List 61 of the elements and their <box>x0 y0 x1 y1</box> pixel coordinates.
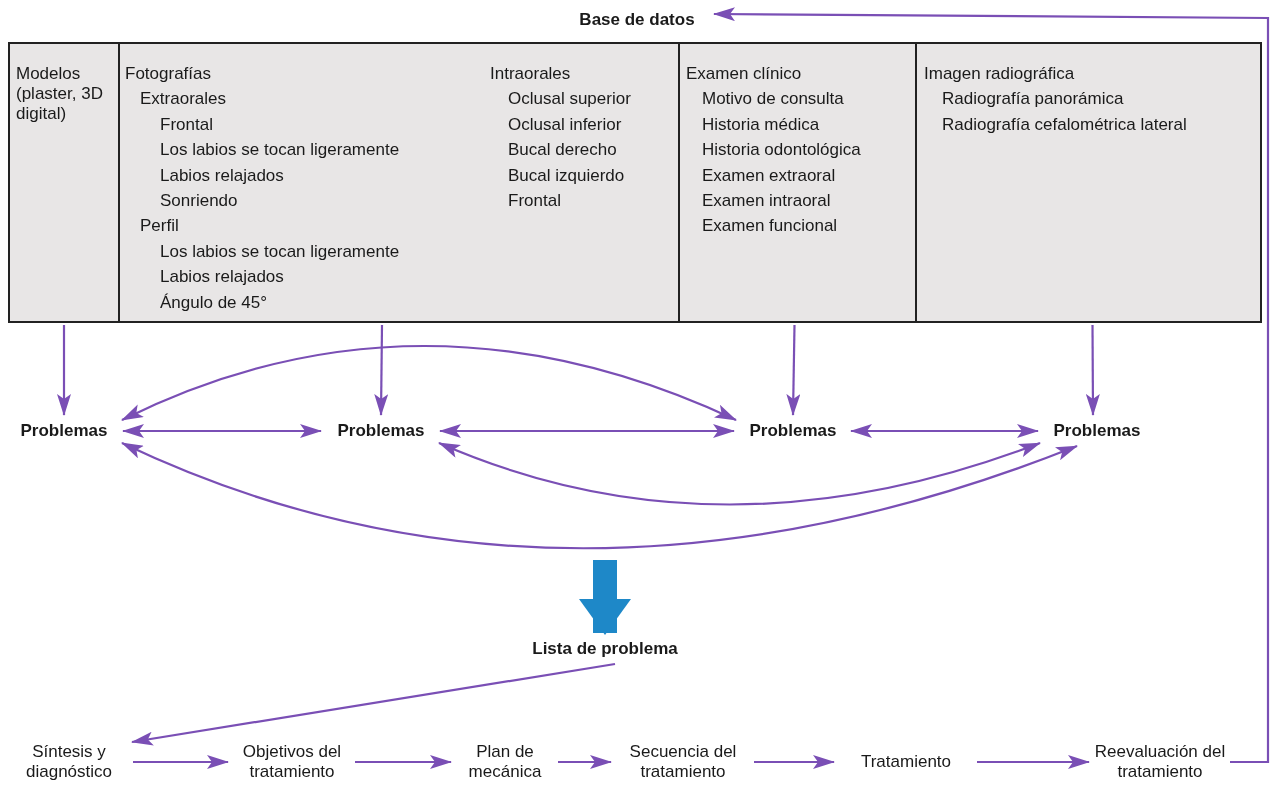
cell-text: Radiografía panorámica <box>942 89 1124 110</box>
arrow <box>57 325 71 416</box>
heading-label: Problemas <box>337 421 425 441</box>
arrow <box>374 325 389 416</box>
step-label: Objetivos del tratamiento <box>241 742 343 782</box>
cell-text: Historia odontológica <box>702 140 861 161</box>
step-label: Síntesis y diagnóstico <box>25 742 113 782</box>
double-arrow <box>121 344 737 421</box>
step-label: Secuencia del tratamiento <box>628 742 738 782</box>
cell-text: Fotografías <box>125 64 211 84</box>
arrow <box>131 662 616 746</box>
cell-text: Historia médica <box>702 114 820 135</box>
arrow <box>786 325 801 416</box>
cell-text: Motivo de consulta <box>702 89 844 110</box>
heading-label: Problemas <box>1053 421 1141 441</box>
arrow <box>754 755 835 769</box>
cell-text: Intraorales <box>490 64 571 84</box>
double-arrow <box>121 442 1078 550</box>
arrow <box>1085 325 1100 416</box>
step-label: Reevaluación del tratamiento <box>1093 742 1227 782</box>
step-label: Tratamiento <box>860 752 952 772</box>
double-arrow <box>438 441 1041 506</box>
heading-label: Base de datos <box>579 10 695 30</box>
arrow <box>977 755 1090 769</box>
arrow <box>133 755 229 769</box>
cell-text: Frontal <box>508 191 561 211</box>
cell-text: Perfil <box>140 216 179 237</box>
cell-text: Labios relajados <box>160 267 284 288</box>
cell-text: Examen funcional <box>702 216 838 237</box>
table-cell <box>678 42 917 323</box>
table-cell <box>118 42 680 323</box>
heading-label: Problemas <box>749 421 837 441</box>
cell-text: Bucal izquierdo <box>508 165 625 186</box>
cell-text: Oclusal superior <box>508 89 631 110</box>
double-arrow <box>122 424 322 438</box>
cell-text: Examen extraoral <box>702 165 836 186</box>
arrow <box>355 755 452 769</box>
cell-text: Radiografía cefalométrica lateral <box>942 114 1187 135</box>
double-arrow <box>850 424 1039 438</box>
cell-text: Examen clínico <box>686 64 802 84</box>
cell-text: Frontal <box>160 114 213 135</box>
cell-text: Examen intraoral <box>702 191 831 211</box>
block-arrow <box>579 560 631 635</box>
cell-text: Bucal derecho <box>508 140 617 161</box>
heading-label: Lista de problema <box>532 639 678 659</box>
cell-text: Los labios se tocan ligeramente <box>160 140 400 161</box>
arrow <box>713 7 1270 764</box>
heading-label: Problemas <box>20 421 108 441</box>
table-cell <box>915 42 1262 323</box>
cell-text: Extraorales <box>140 89 226 110</box>
double-arrow <box>439 424 735 438</box>
cell-text: Modelos (plaster, 3D digital) <box>16 64 104 124</box>
cell-text: Ángulo de 45° <box>160 292 267 313</box>
cell-text: Sonriendo <box>160 191 238 211</box>
table-cell <box>8 42 120 323</box>
step-label: Plan de mecánica <box>467 742 543 782</box>
cell-text: Los labios se tocan ligeramente <box>160 241 400 262</box>
arrow <box>558 755 612 769</box>
cell-text: Labios relajados <box>160 165 284 186</box>
cell-text: Oclusal inferior <box>508 114 622 135</box>
cell-text: Imagen radiográfica <box>924 64 1075 84</box>
